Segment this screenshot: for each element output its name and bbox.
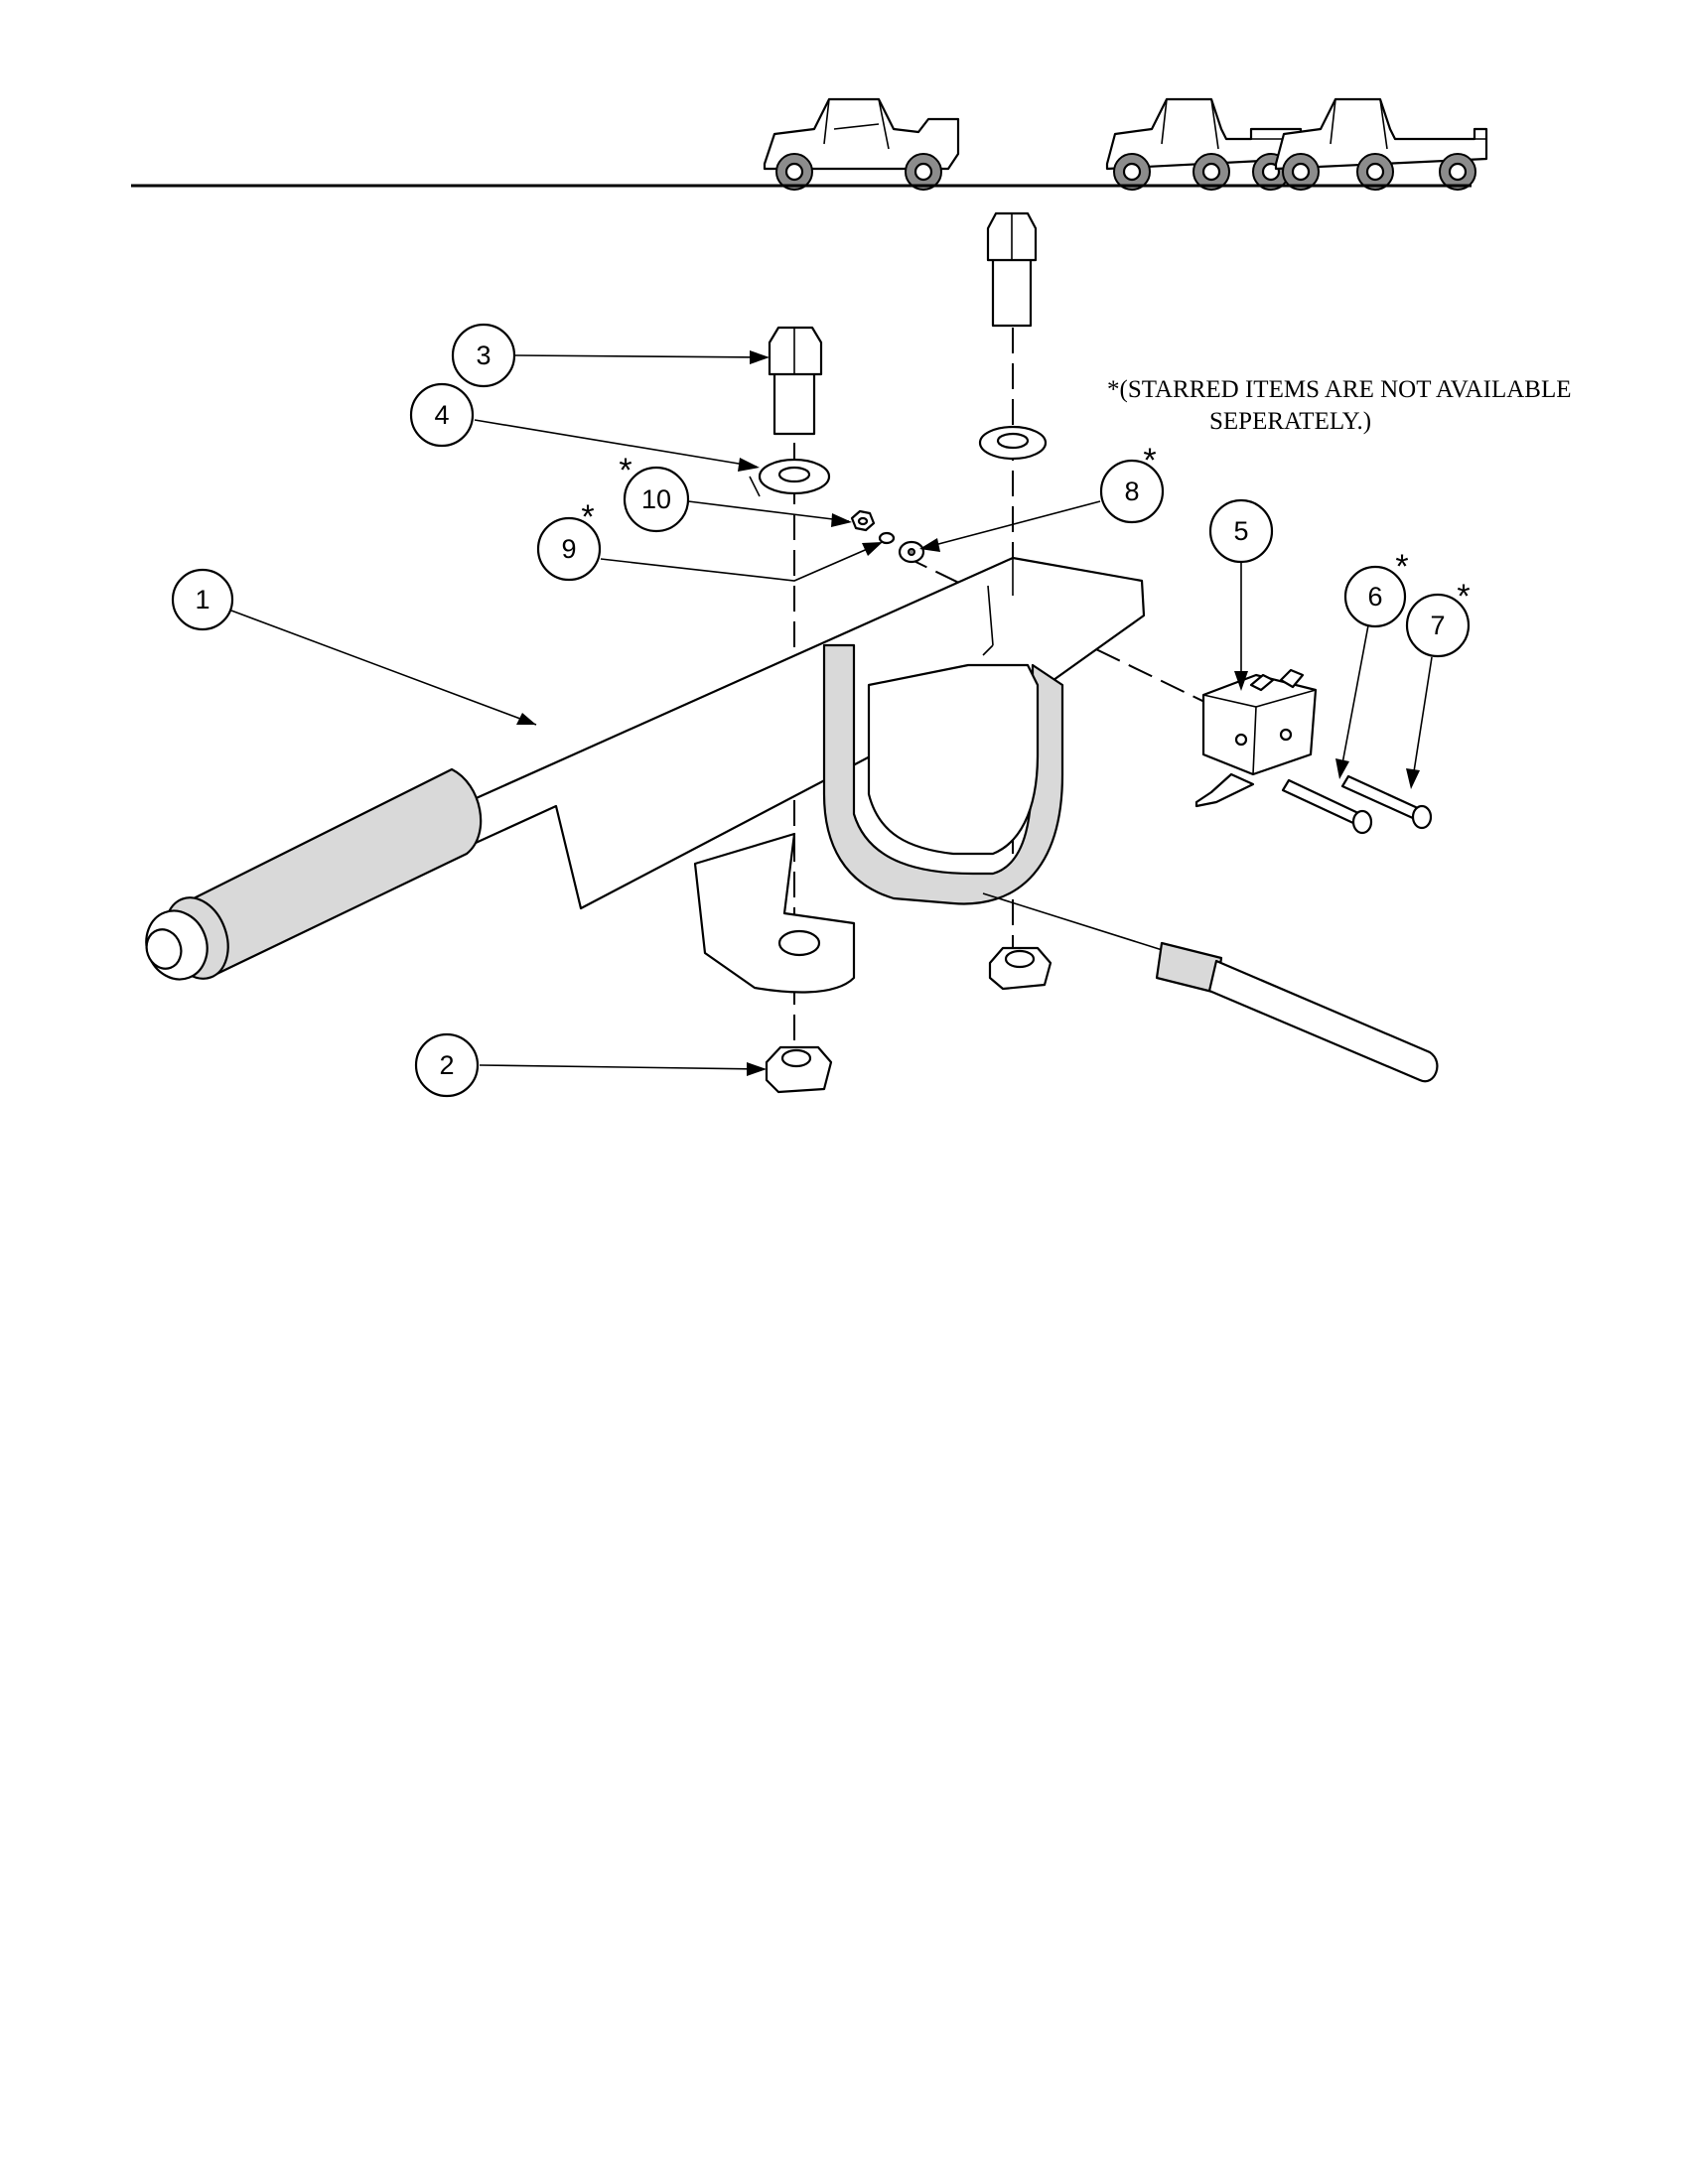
note-line-2: SEPERATELY.) (1209, 408, 1371, 435)
callout-7: 7 * (1405, 578, 1471, 658)
screw-item-7 (1340, 774, 1433, 830)
nut-item-2 (765, 1045, 833, 1094)
callout-8: 8 * (1099, 442, 1165, 524)
brake-lever-item-1 (145, 476, 1146, 994)
callout-2-label: 2 (439, 1050, 454, 1080)
arrow-9 (862, 542, 883, 556)
leader-7 (1411, 656, 1433, 785)
leader-4 (474, 419, 758, 468)
arrow-6 (1335, 758, 1349, 779)
callout-10-label: 10 (641, 484, 671, 514)
leader-9 (600, 543, 880, 582)
utility-vehicle-cargo-bed-icon (1105, 97, 1303, 191)
switch-item-5 (1194, 668, 1318, 808)
callout-3: 3 (451, 323, 516, 388)
callout-8-star: * (1143, 442, 1156, 479)
callout-3-label: 3 (476, 341, 491, 370)
brake-cable (982, 892, 1439, 1083)
bolt-item-3 (768, 326, 823, 436)
leader-3 (513, 354, 768, 358)
callout-1-label: 1 (195, 585, 210, 614)
callout-9: 9 * (536, 498, 602, 582)
callout-9-star: * (581, 498, 594, 536)
nut-item-10 (850, 509, 876, 532)
arrow-4 (738, 458, 760, 472)
callout-10: 10 * (619, 452, 690, 533)
leader-10 (687, 500, 850, 522)
washer-right (978, 425, 1048, 461)
nut-right (988, 946, 1052, 991)
leader-1 (230, 610, 537, 726)
arrow-2 (747, 1062, 767, 1076)
leader-6 (1339, 624, 1369, 775)
arrow-10 (831, 513, 852, 527)
arrow-3 (750, 350, 770, 364)
callout-6-star: * (1395, 548, 1408, 586)
callout-4-label: 4 (434, 400, 449, 430)
callout-10-star: * (619, 452, 632, 489)
callout-5: 5 (1208, 498, 1274, 564)
callout-1: 1 (171, 568, 234, 631)
callout-9-label: 9 (561, 534, 576, 564)
callout-7-label: 7 (1430, 611, 1445, 640)
upper-bolt-right (986, 211, 1038, 328)
arrow-1 (516, 713, 536, 725)
utility-vehicle-long-flatbed-icon (1274, 97, 1488, 191)
arrow-7 (1406, 768, 1420, 789)
arrow-5 (1234, 671, 1248, 691)
screw-item-6 (1281, 778, 1373, 835)
callout-2: 2 (414, 1032, 480, 1098)
leader-2 (479, 1064, 766, 1070)
note-line-1: *(STARRED ITEMS ARE NOT AVAILABLE (1107, 376, 1571, 403)
washer-item-4 (758, 458, 831, 495)
callout-4: 4 (409, 382, 475, 448)
callout-6-label: 6 (1367, 582, 1382, 612)
callout-8-label: 8 (1124, 477, 1139, 506)
washer-item-8 (898, 540, 925, 564)
arrow-8 (919, 538, 940, 552)
callout-5-label: 5 (1233, 516, 1248, 546)
utility-vehicle-short-bed-icon (763, 97, 960, 191)
callout-6: 6 * (1343, 548, 1409, 628)
lock-washer-item-9 (878, 531, 896, 545)
leader-8 (922, 500, 1101, 549)
callout-7-star: * (1457, 578, 1470, 615)
